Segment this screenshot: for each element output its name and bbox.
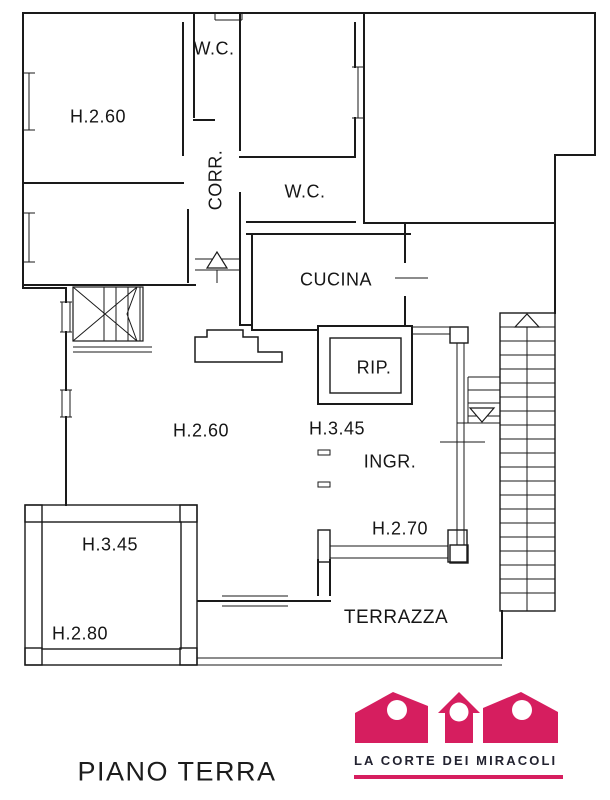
stair-down-arrow-icon	[468, 407, 496, 423]
stair-up-arrow-icon	[513, 313, 541, 328]
plan-title: PIANO TERRA	[77, 756, 277, 787]
logo-wordmark: LA CORTE DEI MIRACOLI	[354, 753, 558, 768]
room-label-entrance: INGR.	[363, 451, 417, 472]
room-label-bl-height-1: H.3.45	[81, 534, 139, 555]
logo: LA CORTE DEI MIRACOLI	[353, 685, 565, 785]
logo-underline	[354, 775, 563, 779]
room-label-bedroom-height: H.2.60	[69, 106, 127, 127]
room-label-corridor: CORR.	[205, 149, 226, 211]
door-direction-arrow-icon	[205, 250, 229, 269]
room-label-storage: RIP.	[356, 357, 392, 378]
room-label-living-height: H.2.60	[172, 420, 230, 441]
room-label-hall-height: H.3.45	[308, 418, 366, 439]
room-label-wc2: W.C.	[284, 181, 326, 202]
room-label-bl-height-2: H.2.80	[51, 623, 109, 644]
room-label-terrace: TERRAZZA	[343, 607, 449, 628]
room-label-wc1: W.C.	[193, 38, 235, 59]
room-label-kitchen: CUCINA	[299, 269, 373, 290]
logo-houses-icon	[355, 692, 558, 743]
room-label-terrace-height: H.2.70	[371, 518, 429, 539]
